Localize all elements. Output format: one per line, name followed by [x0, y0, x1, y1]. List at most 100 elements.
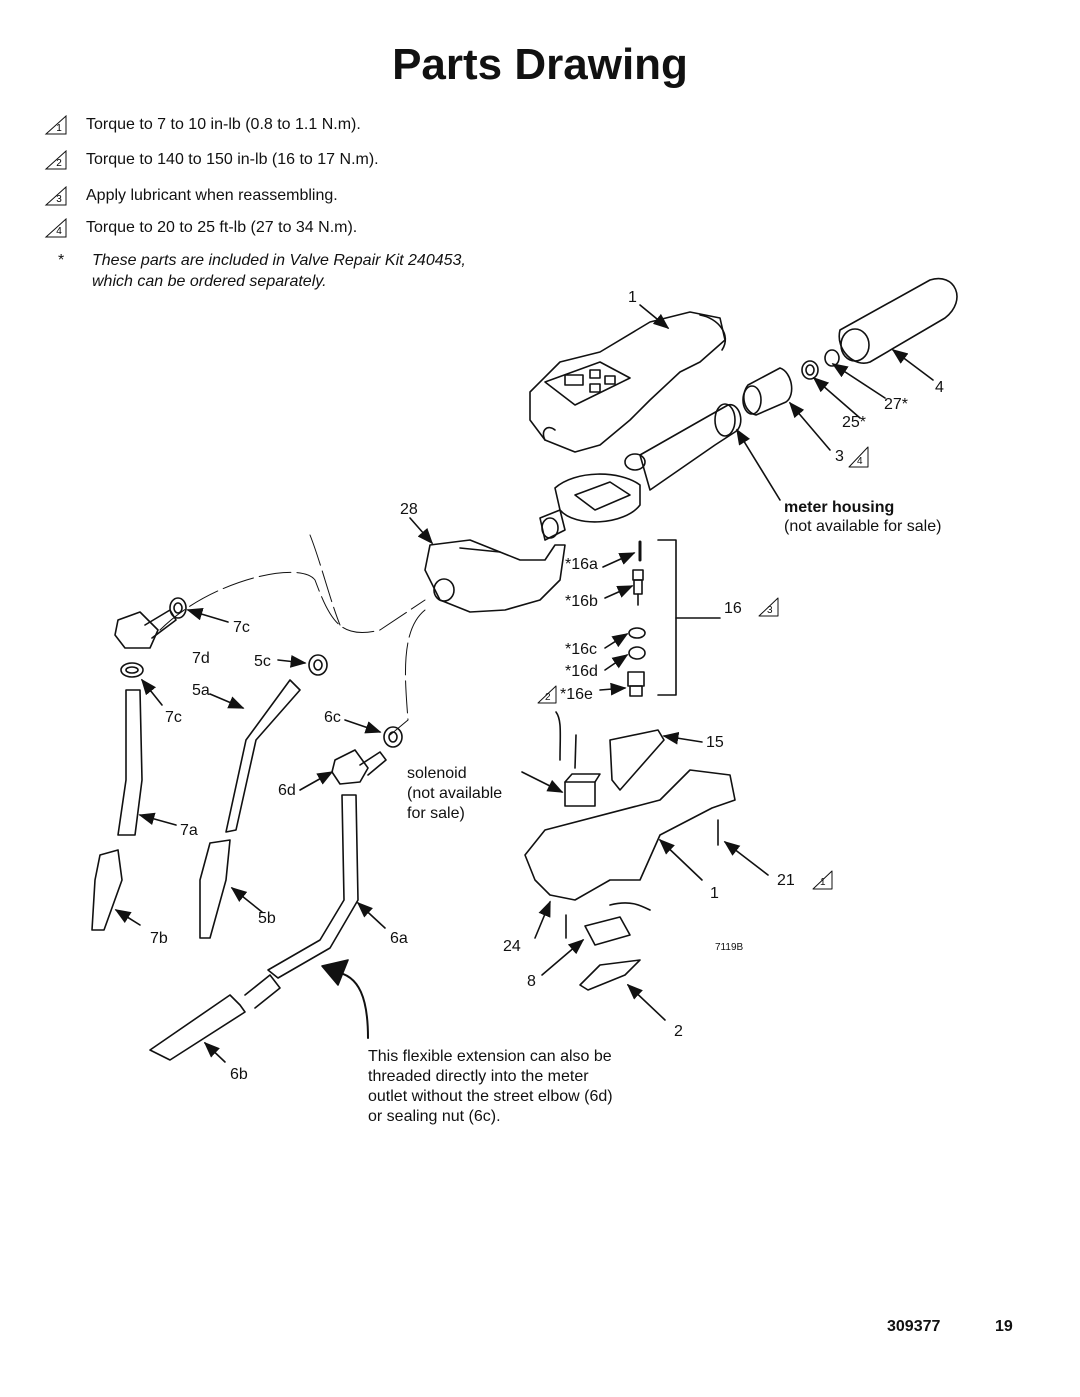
- label-7c-left: 7c: [165, 709, 182, 726]
- o-ring-16c-part: [628, 627, 646, 639]
- housing-base-part: [524, 769, 736, 901]
- label-16c: *16c: [565, 641, 598, 658]
- routing-lines: [159, 534, 426, 736]
- washer-25-part: [801, 360, 819, 380]
- note-flag-icon: 1: [44, 115, 67, 135]
- document-number: 309377: [887, 1318, 941, 1335]
- label-3-flag: 4: [857, 456, 863, 467]
- page-title: Parts Drawing: [392, 40, 688, 89]
- battery-8-part: [584, 916, 631, 946]
- flag-icon: [537, 685, 557, 704]
- repair-kit-note: * These parts are included in Valve Repa…: [58, 250, 478, 292]
- note-text: Apply lubricant when reassembling.: [86, 187, 338, 204]
- label-3: 3: [835, 448, 844, 465]
- plug-16e-part: [627, 671, 645, 697]
- label-6a: 6a: [390, 930, 408, 947]
- kit-bracket: [657, 539, 677, 696]
- page-number: 19: [995, 1318, 1013, 1335]
- torque-note-2: 2 Torque to 140 to 150 in-lb (16 to 17 N…: [44, 150, 379, 170]
- svg-text:4: 4: [56, 226, 62, 237]
- flexible-extension-callout: This flexible extension can also be thre…: [368, 1048, 613, 1125]
- note-flag-icon: 2: [44, 150, 67, 170]
- label-2: 2: [674, 1023, 683, 1040]
- torque-note-4: 4 Torque to 20 to 25 ft-lb (27 to 34 N.m…: [44, 218, 357, 238]
- sleeve-part: [838, 277, 958, 364]
- stem-16b-part: [632, 569, 644, 606]
- label-15: 15: [706, 734, 724, 751]
- label-16b: *16b: [565, 593, 598, 610]
- lubricant-note-3: 3 Apply lubricant when reassembling.: [44, 186, 338, 206]
- label-5c: 5c: [254, 653, 271, 670]
- label-7c-top: 7c: [233, 619, 250, 636]
- solenoid-sub-label-2: for sale): [407, 805, 465, 822]
- meter-housing-part: [539, 403, 742, 541]
- nut-5c-part: [308, 654, 328, 676]
- label-16e-flag: 2: [545, 692, 551, 703]
- flag-icon: [848, 446, 869, 468]
- meter-housing-label: meter housing: [784, 499, 895, 516]
- nozzle-5b-part: [199, 839, 231, 939]
- label-27: 27*: [884, 396, 909, 413]
- label-16-flag: 3: [767, 605, 773, 616]
- note-flag-icon: 4: [44, 218, 67, 238]
- label-8: 8: [527, 973, 536, 990]
- figure-code: 7119B: [715, 942, 744, 953]
- label-7a: 7a: [180, 822, 198, 839]
- solenoid-part: [555, 711, 601, 807]
- leader-arrows: [114, 304, 934, 1063]
- note-text: Torque to 7 to 10 in-lb (0.8 to 1.1 N.m)…: [86, 116, 361, 133]
- pipe-5a-part: [225, 679, 301, 833]
- label-16d: *16d: [565, 663, 598, 680]
- note-flag-icon: 3: [44, 186, 67, 206]
- label-flags: [537, 446, 869, 890]
- label-7b: 7b: [150, 930, 168, 947]
- nut-6c-part: [383, 726, 403, 748]
- nut-7c-part: [169, 597, 187, 619]
- label-5b: 5b: [258, 910, 276, 927]
- flag-icon: [812, 870, 833, 890]
- svg-text:3: 3: [56, 194, 62, 205]
- label-24: 24: [503, 938, 521, 955]
- label-16e: *16e: [560, 686, 593, 703]
- svg-text:2: 2: [56, 158, 62, 169]
- nozzle-7b-part: [91, 849, 123, 931]
- label-28: 28: [400, 501, 418, 518]
- repair-kit-text: These parts are included in Valve Repair…: [92, 252, 466, 290]
- pipe-7a-part: [117, 689, 143, 836]
- trigger-15-part: [609, 729, 665, 791]
- label-5a: 5a: [192, 682, 210, 699]
- meter-head-part: [529, 311, 727, 453]
- label-7d: 7d: [192, 650, 210, 667]
- o-ring-27-part: [824, 349, 840, 367]
- label-21: 21: [777, 872, 795, 889]
- label-1-top: 1: [628, 289, 637, 306]
- elbow-7d-part: [114, 609, 177, 649]
- handle-guard-28-part: [424, 539, 566, 613]
- label-1-bottom: 1: [710, 885, 719, 902]
- label-6c: 6c: [324, 709, 341, 726]
- o-ring-16d-part: [628, 646, 646, 660]
- label-4: 4: [935, 379, 944, 396]
- cover-2-part: [579, 959, 641, 991]
- nozzle-6b-part: [149, 994, 246, 1061]
- fitting-3-part: [742, 367, 793, 416]
- note-text: Torque to 20 to 25 ft-lb (27 to 34 N.m).: [86, 219, 358, 236]
- elbow-6d-part: [331, 749, 369, 785]
- callout-arrowhead: [321, 959, 349, 986]
- flag-icon: [758, 597, 779, 617]
- solenoid-sub-label-1: (not available: [407, 785, 503, 802]
- solenoid-label: solenoid: [407, 765, 467, 782]
- asterisk: *: [58, 252, 65, 269]
- note-text: Torque to 140 to 150 in-lb (16 to 17 N.m…: [86, 151, 379, 168]
- label-6d: 6d: [278, 782, 296, 799]
- label-16a: *16a: [565, 556, 598, 573]
- label-6b: 6b: [230, 1066, 248, 1083]
- svg-text:1: 1: [56, 123, 62, 134]
- label-16: 16: [724, 600, 742, 617]
- nut-7c-left-part: [120, 662, 144, 678]
- label-21-flag: 1: [820, 877, 826, 888]
- hose-6a-part: [267, 794, 359, 979]
- label-25: 25*: [842, 414, 867, 431]
- meter-housing-sub-label: (not available for sale): [784, 518, 942, 535]
